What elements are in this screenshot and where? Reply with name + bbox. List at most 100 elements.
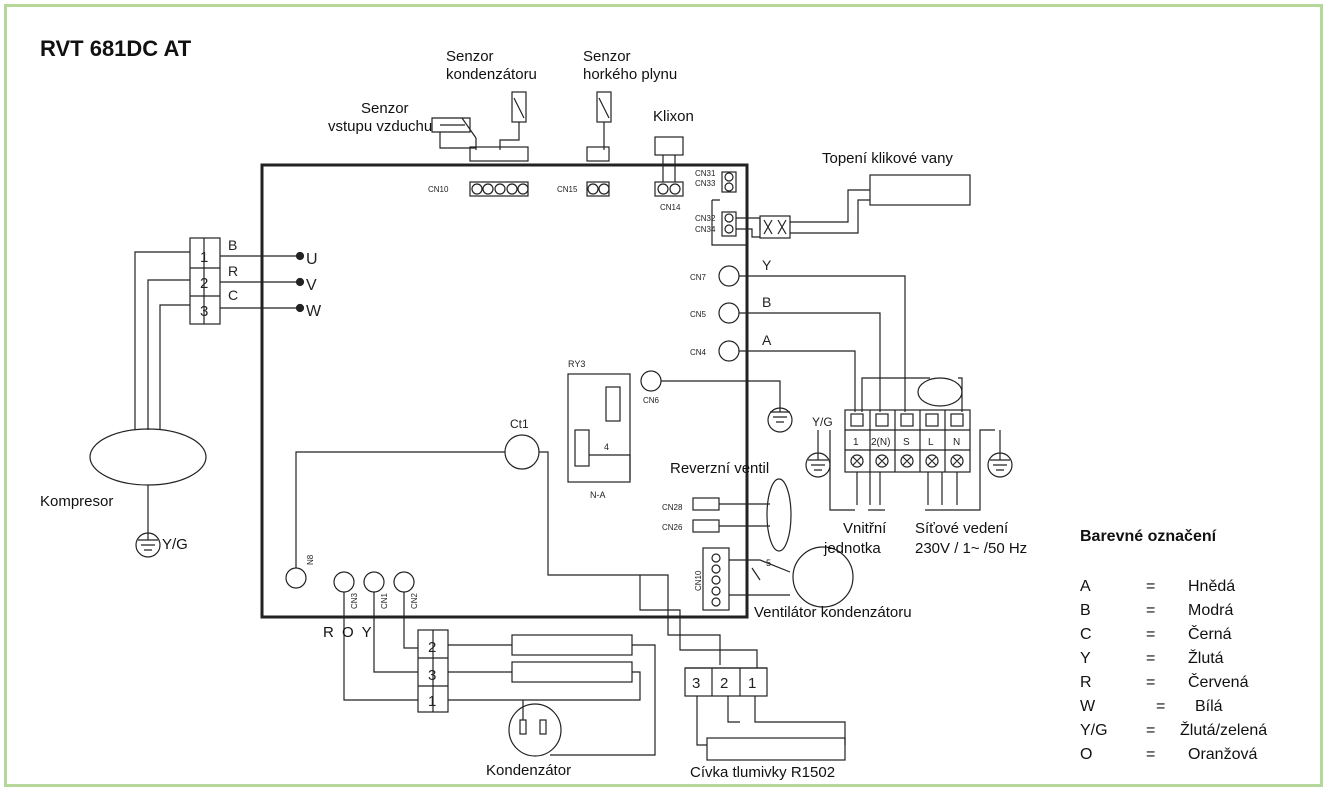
label-senzor-kondenzatoru-2: kondenzátoru [446,66,537,83]
comp-out-u: U [306,251,318,268]
legend-value: Žlutá/zelená [1180,722,1268,739]
condenser-fan [792,546,854,608]
compressor [89,428,207,486]
yg-terminal-label: Y/G [812,415,833,429]
legend-key: A [1080,578,1091,595]
label-topeni: Topení klikové vany [822,150,953,167]
legend-value: Hnědá [1188,578,1236,595]
legend-key: O [1080,746,1093,763]
legend-row: C = Černá [1080,626,1320,650]
tb-n: N [953,437,960,448]
label-kompresor: Kompresor [40,493,114,510]
connector-cn5: CN5 [690,310,707,319]
klixon-box [654,136,684,156]
label-reverzni: Reverzní ventil [670,460,770,477]
legend-title: Barevné označení [1080,528,1217,545]
legend-value: Černá [1188,626,1232,643]
ry3-label: RY3 [568,359,585,369]
choke-term-1: 1 [748,675,756,692]
label-kondenzator: Kondenzátor [486,762,572,779]
connector-n8: N8 [306,554,315,565]
label-ventilator: Ventilátor kondenzátoru [754,604,912,621]
label-senzor-horkeho-2: horkého plynu [583,66,678,83]
wire-letter-b: B [762,294,771,310]
legend-key: W [1080,698,1096,715]
connector-cn14: CN14 [660,203,681,212]
cap-term-2: 2 [428,639,436,656]
legend-eq: = [1146,626,1156,643]
legend-eq: = [1146,674,1156,691]
label-civka: Cívka tlumivky R1502 [690,764,836,781]
tb-2n: 2(N) [871,437,890,448]
connector-cn26: CN26 [662,523,683,532]
connector-cn10-bottom: CN10 [694,570,703,591]
na-label: N-A [590,490,606,500]
connector-cn28: CN28 [662,503,683,512]
cap-term-1: 1 [428,693,436,710]
label-sitove-1: Síťové vedení [915,520,1009,537]
tb-1: 1 [853,437,859,448]
connector-cn15: CN15 [557,185,578,194]
label-kompresor-ground: Y/G [162,536,188,553]
comp-term-1: 1 [200,249,208,266]
comp-out-v: V [306,277,317,294]
reversing-valve [766,478,792,552]
legend-row: B = Modrá [1080,602,1320,626]
diagram-frame [4,4,1323,787]
connector-cn34: CN34 [695,225,716,234]
legend-key: Y [1080,650,1091,667]
legend-eq: = [1146,746,1156,763]
legend-value: Bílá [1195,698,1223,715]
label-senzor-vstupu-1: Senzor [361,100,409,117]
label-vnitrni-2: jednotka [824,540,881,557]
legend-key: R [1080,674,1092,691]
comp-wire-b: B [228,237,237,253]
legend-eq: = [1146,650,1156,667]
cap-term-3: 3 [428,667,436,684]
label-senzor-kondenzatoru-1: Senzor [446,48,494,65]
ry3-pin-label: 4 [604,442,609,452]
connector-cn1: CN1 [380,592,389,609]
legend-key: Y/G [1080,722,1108,739]
label-senzor-vstupu-2: vstupu vzduchu [328,118,433,135]
legend-value: Žlutá [1188,650,1224,667]
legend-row: Y/G=Žlutá/zelená [1080,722,1320,746]
condenser-capacitor [508,703,562,757]
relay-ry3 [567,373,631,483]
legend-row: Y = Žlutá [1080,650,1320,674]
capacitor-top [511,634,633,656]
connector-cn6: CN6 [643,396,660,405]
connector-cn31: CN31 [695,169,716,178]
legend-key: B [1080,602,1091,619]
color-legend: A=Hnědá B=Modrá C=Černá Y=Žlutá R=Červen… [1080,578,1320,770]
legend-value: Modrá [1188,602,1234,619]
choke-coil [706,737,846,761]
legend-eq: = [1146,602,1156,619]
choke-term-3: 3 [692,675,700,692]
control-board [260,163,749,619]
sensor-air-inlet [431,117,471,133]
tb-s: S [903,437,910,448]
comp-term-2: 2 [200,275,208,292]
label-sitove-2: 230V / 1~ /50 Hz [915,540,1028,557]
connector-cn4: CN4 [690,348,707,357]
legend-value: Oranžová [1188,746,1258,763]
connector-cn33: CN33 [695,179,716,188]
legend-key: C [1080,626,1092,643]
legend-value: Červená [1188,674,1249,691]
connector-cn10-top: CN10 [428,185,449,194]
wire-letter-y: Y [762,257,772,273]
capacitor-bottom [511,661,633,683]
mains-terminal-block [844,409,971,473]
legend-row: O = Oranžová [1080,746,1320,770]
legend-row: R = Červená [1080,674,1320,698]
label-senzor-horkeho-1: Senzor [583,48,631,65]
connector-cn32: CN32 [695,214,716,223]
legend-row: A=Hnědá [1080,578,1320,602]
legend-row: W=Bílá [1080,698,1320,722]
ct1-label: Ct1 [510,417,529,431]
comp-wire-c: C [228,287,238,303]
choke-term-2: 2 [720,675,728,692]
label-klixon: Klixon [653,108,694,125]
